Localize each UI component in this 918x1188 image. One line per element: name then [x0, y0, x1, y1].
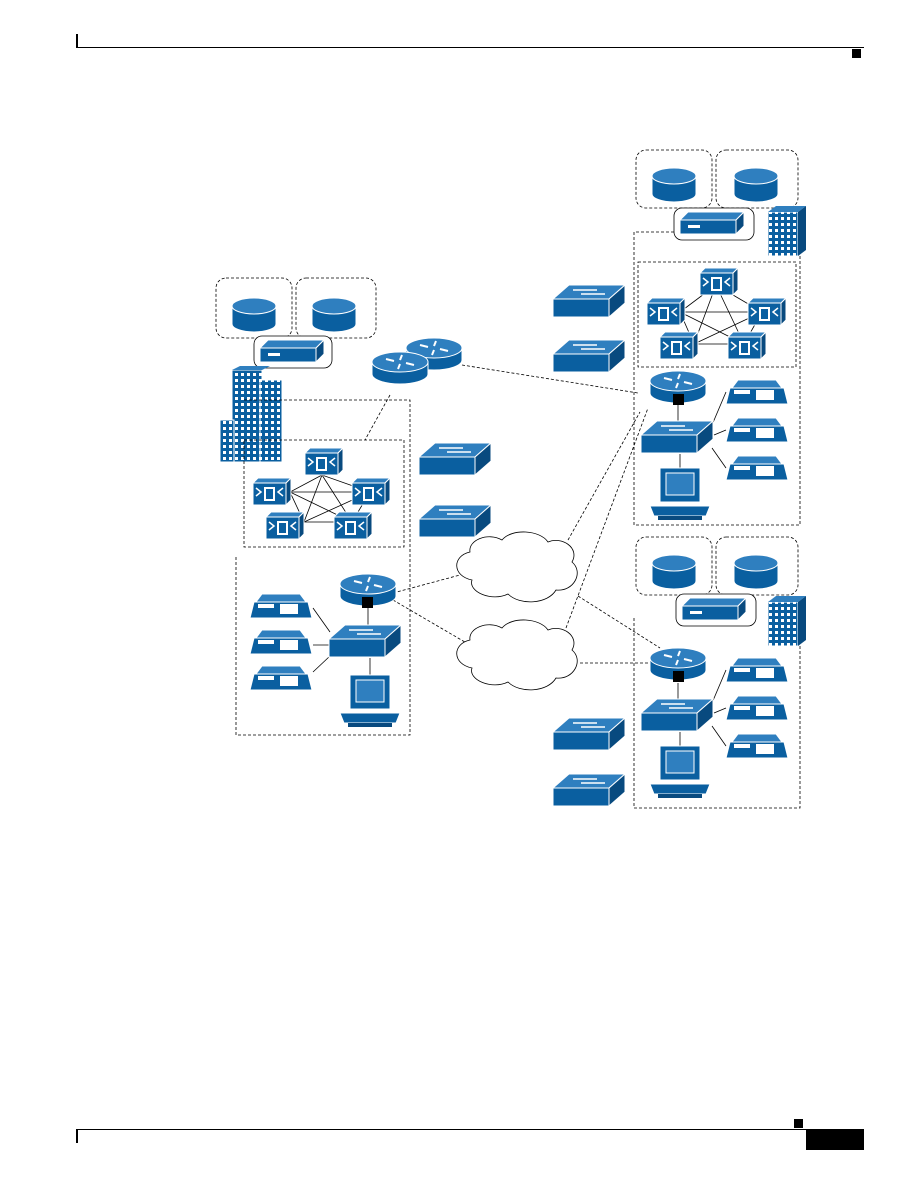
- database-icon: [311, 297, 357, 333]
- ip-phone-icon: [249, 629, 313, 655]
- page-number-tab: [806, 1130, 864, 1150]
- call-manager-icon: [252, 477, 292, 506]
- call-manager-icon: [659, 331, 699, 360]
- db-enclosure-left: [215, 277, 293, 339]
- call-manager-icon: [747, 297, 787, 326]
- wan-cloud-icon: [456, 531, 578, 603]
- workstation-icon: [339, 674, 401, 728]
- ip-phone-icon: [725, 455, 789, 481]
- branch-top-site: [552, 149, 806, 526]
- branch-bottom-lan-links: [677, 669, 727, 748]
- switch-icon: [552, 773, 626, 807]
- building-icon: [767, 206, 806, 257]
- branch-bottom-site: [552, 536, 806, 809]
- workstation-icon: [649, 467, 711, 521]
- switch-icon: [552, 284, 626, 318]
- switch-icon: [640, 698, 714, 732]
- database-icon: [651, 554, 697, 590]
- call-manager-icon: [351, 477, 391, 506]
- voice-gateway-marker: [673, 394, 684, 405]
- branch-top-boundary: [633, 231, 801, 526]
- ip-phone-icon: [249, 593, 313, 619]
- call-manager-icon: [646, 297, 686, 326]
- wan-cloud-icon: [456, 619, 578, 691]
- db-enclosure-right: [715, 149, 799, 209]
- db-enclosure-left: [635, 149, 713, 209]
- database-icon: [651, 167, 697, 203]
- ip-phone-icon: [725, 733, 789, 759]
- header-right-marker: [852, 49, 861, 58]
- ip-phone-icon: [725, 657, 789, 683]
- voice-gateway-marker: [673, 671, 684, 682]
- voice-gateway-marker: [362, 597, 373, 608]
- content-engine-icon: [679, 211, 745, 235]
- central-cluster-boundary: [243, 439, 405, 548]
- footer-left-tick: [76, 1129, 78, 1143]
- db-enclosure-right: [715, 536, 799, 596]
- router-icon: [371, 351, 429, 385]
- ip-phone-icon: [249, 665, 313, 691]
- central-site-boundary: [235, 399, 411, 736]
- database-icon: [733, 167, 779, 203]
- switch-icon: [328, 624, 402, 658]
- call-manager-icon: [699, 267, 739, 296]
- branch-top-lan-links: [677, 391, 727, 470]
- ip-phone-icon: [725, 695, 789, 721]
- building-icon: [219, 366, 283, 463]
- branch-top-cluster-boundary: [637, 261, 797, 368]
- central-lan-links: [312, 605, 371, 675]
- call-manager-icon: [304, 447, 344, 476]
- call-manager-icon: [333, 511, 373, 540]
- workstation-icon: [649, 745, 711, 799]
- content-engine-icon: [681, 597, 747, 621]
- database-icon: [733, 554, 779, 590]
- footer-rule: [76, 1129, 864, 1130]
- switch-icon: [552, 717, 626, 751]
- header-rule: [76, 47, 864, 48]
- ip-phone-icon: [725, 417, 789, 443]
- branch-bottom-boundary: [633, 618, 801, 809]
- db-enclosure-left: [635, 536, 713, 596]
- wan-links: [364, 364, 661, 664]
- call-manager-icon: [265, 511, 305, 540]
- switch-icon: [640, 420, 714, 454]
- footer-right-marker: [794, 1119, 803, 1128]
- content-engine-icon: [259, 339, 325, 363]
- call-manager-icon: [727, 331, 767, 360]
- switch-icon: [418, 504, 492, 538]
- db-enclosure-right: [295, 277, 377, 339]
- central-site: [215, 277, 492, 736]
- switch-icon: [418, 442, 492, 476]
- switch-icon: [552, 339, 626, 373]
- database-icon: [231, 297, 277, 333]
- ip-phone-icon: [725, 379, 789, 405]
- header-left-tick: [76, 34, 78, 48]
- building-icon: [767, 596, 806, 647]
